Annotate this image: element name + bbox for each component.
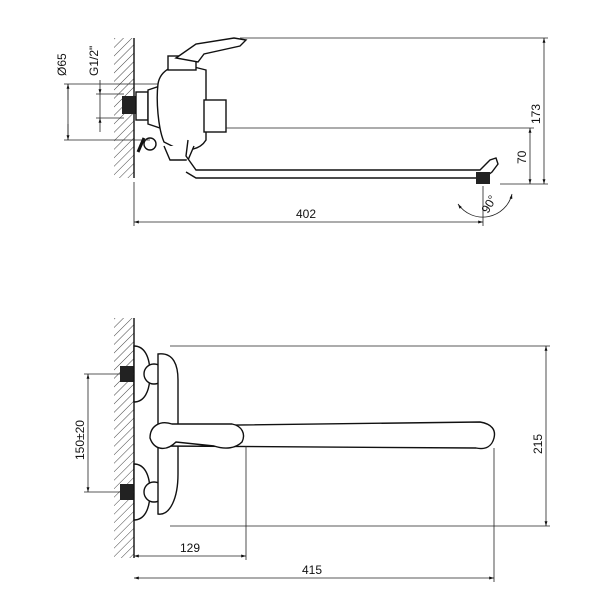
dim-length-top: 415 [302,563,322,577]
faucet-body-side [136,37,248,161]
wall-hatch-top [114,318,134,558]
dim-length-side: 402 [296,207,316,221]
dim-lines-side [64,37,548,226]
inlet-fitting-side [122,85,161,129]
dim-height-total: 173 [529,104,543,124]
dim-spacing: 150±20 [73,420,87,460]
dim-lines-top [84,345,550,582]
dim-inlet-offset: 129 [180,541,200,555]
side-view: Ø65 G1/2" 173 70 402 90° [55,37,548,226]
top-view: 150±20 215 129 415 [73,318,550,582]
dim-angle: 90° [478,193,499,216]
dim-height-outlet: 70 [515,150,529,164]
lever-handle-top [149,422,245,449]
spout-top [159,421,496,450]
spout-side [185,139,499,184]
label-diameter: Ø65 [55,53,69,76]
dim-height-top: 215 [531,434,545,454]
label-thread: G1/2" [87,46,101,76]
